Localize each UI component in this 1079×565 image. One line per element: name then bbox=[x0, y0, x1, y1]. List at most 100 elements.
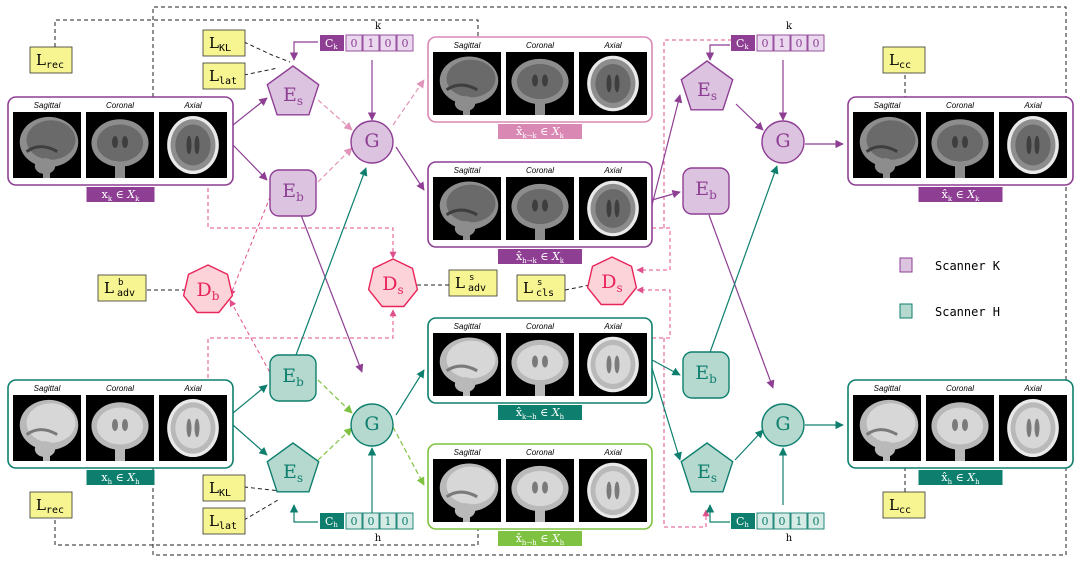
code-bit-cell bbox=[362, 34, 380, 52]
view-label-axial: Axial bbox=[183, 384, 202, 393]
encoder-s-es-k-left: Es bbox=[266, 65, 320, 116]
code-bit: 0 bbox=[351, 515, 358, 528]
discriminator-label: Ds bbox=[382, 273, 403, 297]
panel-caption-xkh: x̂k→h ∈ Xh bbox=[516, 406, 565, 421]
mri-axial-image bbox=[999, 112, 1067, 178]
mri-axial-image bbox=[579, 177, 647, 240]
code-c-label: Ck bbox=[325, 37, 338, 51]
generator-label: G bbox=[775, 130, 790, 152]
code-c-label: Ck bbox=[736, 37, 749, 51]
view-label-axial: Axial bbox=[1023, 101, 1042, 110]
encoder-b-label: Eb bbox=[282, 180, 304, 204]
loss-label: Lrec bbox=[36, 51, 64, 71]
panel-caption-bg bbox=[498, 249, 582, 264]
discriminator-label: Db bbox=[197, 279, 220, 303]
code-bit-cell bbox=[379, 512, 397, 530]
view-label-axial: Axial bbox=[603, 166, 622, 175]
panel-caption-xhk: x̂h→k ∈ Xk bbox=[516, 250, 565, 265]
view-label-axial: Axial bbox=[603, 322, 622, 331]
encoder-b-label: Eb bbox=[282, 365, 304, 389]
legend: Scanner K Scanner H bbox=[899, 257, 1001, 319]
encoder-s-label: Es bbox=[283, 84, 303, 108]
mri-coronal-image bbox=[506, 177, 574, 240]
encoder-b-eb-k-left: Eb bbox=[269, 169, 317, 217]
view-label-sagittal: Sagittal bbox=[34, 101, 61, 110]
code-bit: 0 bbox=[779, 515, 786, 528]
generator-label: G bbox=[364, 130, 379, 152]
loss-kl-top: LKL bbox=[202, 29, 246, 57]
code-bit-cell bbox=[773, 512, 791, 530]
code-index-label: k bbox=[375, 21, 382, 32]
mri-coronal-image bbox=[506, 459, 574, 522]
view-label-axial: Axial bbox=[603, 41, 622, 50]
code-bit-cell bbox=[807, 512, 825, 530]
view-label-sagittal: Sagittal bbox=[874, 384, 901, 393]
view-label-sagittal: Sagittal bbox=[454, 41, 481, 50]
view-label-coronal: Coronal bbox=[946, 384, 974, 393]
panel-caption-rk: x̂k ∈ Xk bbox=[942, 188, 980, 203]
mri-sagittal-image bbox=[13, 395, 81, 461]
generator-label: G bbox=[775, 413, 790, 435]
mri-sagittal-image bbox=[853, 395, 921, 461]
code-bit-cell bbox=[396, 512, 414, 530]
loss-label: LKL bbox=[209, 34, 231, 54]
code-bit: 0 bbox=[385, 37, 392, 50]
code-bit: 0 bbox=[762, 37, 769, 50]
legend-label-h: Scanner H bbox=[935, 305, 1000, 319]
code-bit: 0 bbox=[796, 37, 803, 50]
mri-axial-image bbox=[579, 333, 647, 396]
generator-g-h-right: G bbox=[761, 403, 805, 447]
code-bit: 1 bbox=[779, 37, 786, 50]
discriminator-d-s-left: Ds bbox=[367, 258, 419, 308]
panel-caption-xh: xh ∈ Xh bbox=[101, 471, 140, 486]
mri-sagittal-image bbox=[13, 112, 81, 178]
view-label-coronal: Coronal bbox=[106, 384, 134, 393]
code-bit: 1 bbox=[368, 37, 375, 50]
loss-subscript: cls bbox=[536, 288, 554, 299]
encoder-b-eb-h-right: Eb bbox=[682, 351, 730, 399]
view-label-coronal: Coronal bbox=[526, 41, 554, 50]
panel-caption-rh: x̂h ∈ Xh bbox=[941, 471, 980, 486]
code-bit-cell bbox=[396, 34, 414, 52]
view-label-sagittal: Sagittal bbox=[454, 166, 481, 175]
purple-flows bbox=[232, 60, 844, 389]
code-bit-cell bbox=[379, 34, 397, 52]
loss-subscript: adv bbox=[117, 288, 135, 299]
mri-sagittal-image bbox=[433, 459, 501, 522]
view-label-sagittal: Sagittal bbox=[874, 101, 901, 110]
code-index-label: k bbox=[786, 21, 793, 32]
generator-g-k-right: G bbox=[761, 120, 805, 164]
generator-label: G bbox=[364, 413, 379, 435]
code-bit-cell bbox=[756, 34, 774, 52]
loss-lat-bottom: Llat bbox=[202, 507, 246, 535]
code-bit-cell bbox=[790, 512, 808, 530]
code-bit: 1 bbox=[385, 515, 392, 528]
encoder-b-eb-k-right: Eb bbox=[682, 167, 730, 215]
loss-label: LKL bbox=[209, 479, 231, 499]
legend-label-k: Scanner K bbox=[935, 259, 1001, 273]
code-bit-cell bbox=[807, 34, 825, 52]
view-label-coronal: Coronal bbox=[106, 101, 134, 110]
loss-superscript: s bbox=[537, 278, 542, 288]
loss-lat-top: Llat bbox=[202, 62, 246, 90]
loss-subscript: adv bbox=[468, 283, 486, 294]
panel-caption-bg bbox=[86, 187, 155, 202]
mri-coronal-image bbox=[926, 112, 994, 178]
view-label-sagittal: Sagittal bbox=[34, 384, 61, 393]
code-bit: 0 bbox=[813, 515, 820, 528]
loss-label: Lcc bbox=[889, 51, 911, 71]
mri-coronal-image bbox=[86, 112, 154, 178]
loss-label: L bbox=[104, 279, 114, 297]
teal-flows bbox=[232, 165, 844, 520]
code-bit-cell bbox=[345, 34, 363, 52]
code-index-label: h bbox=[786, 533, 793, 544]
